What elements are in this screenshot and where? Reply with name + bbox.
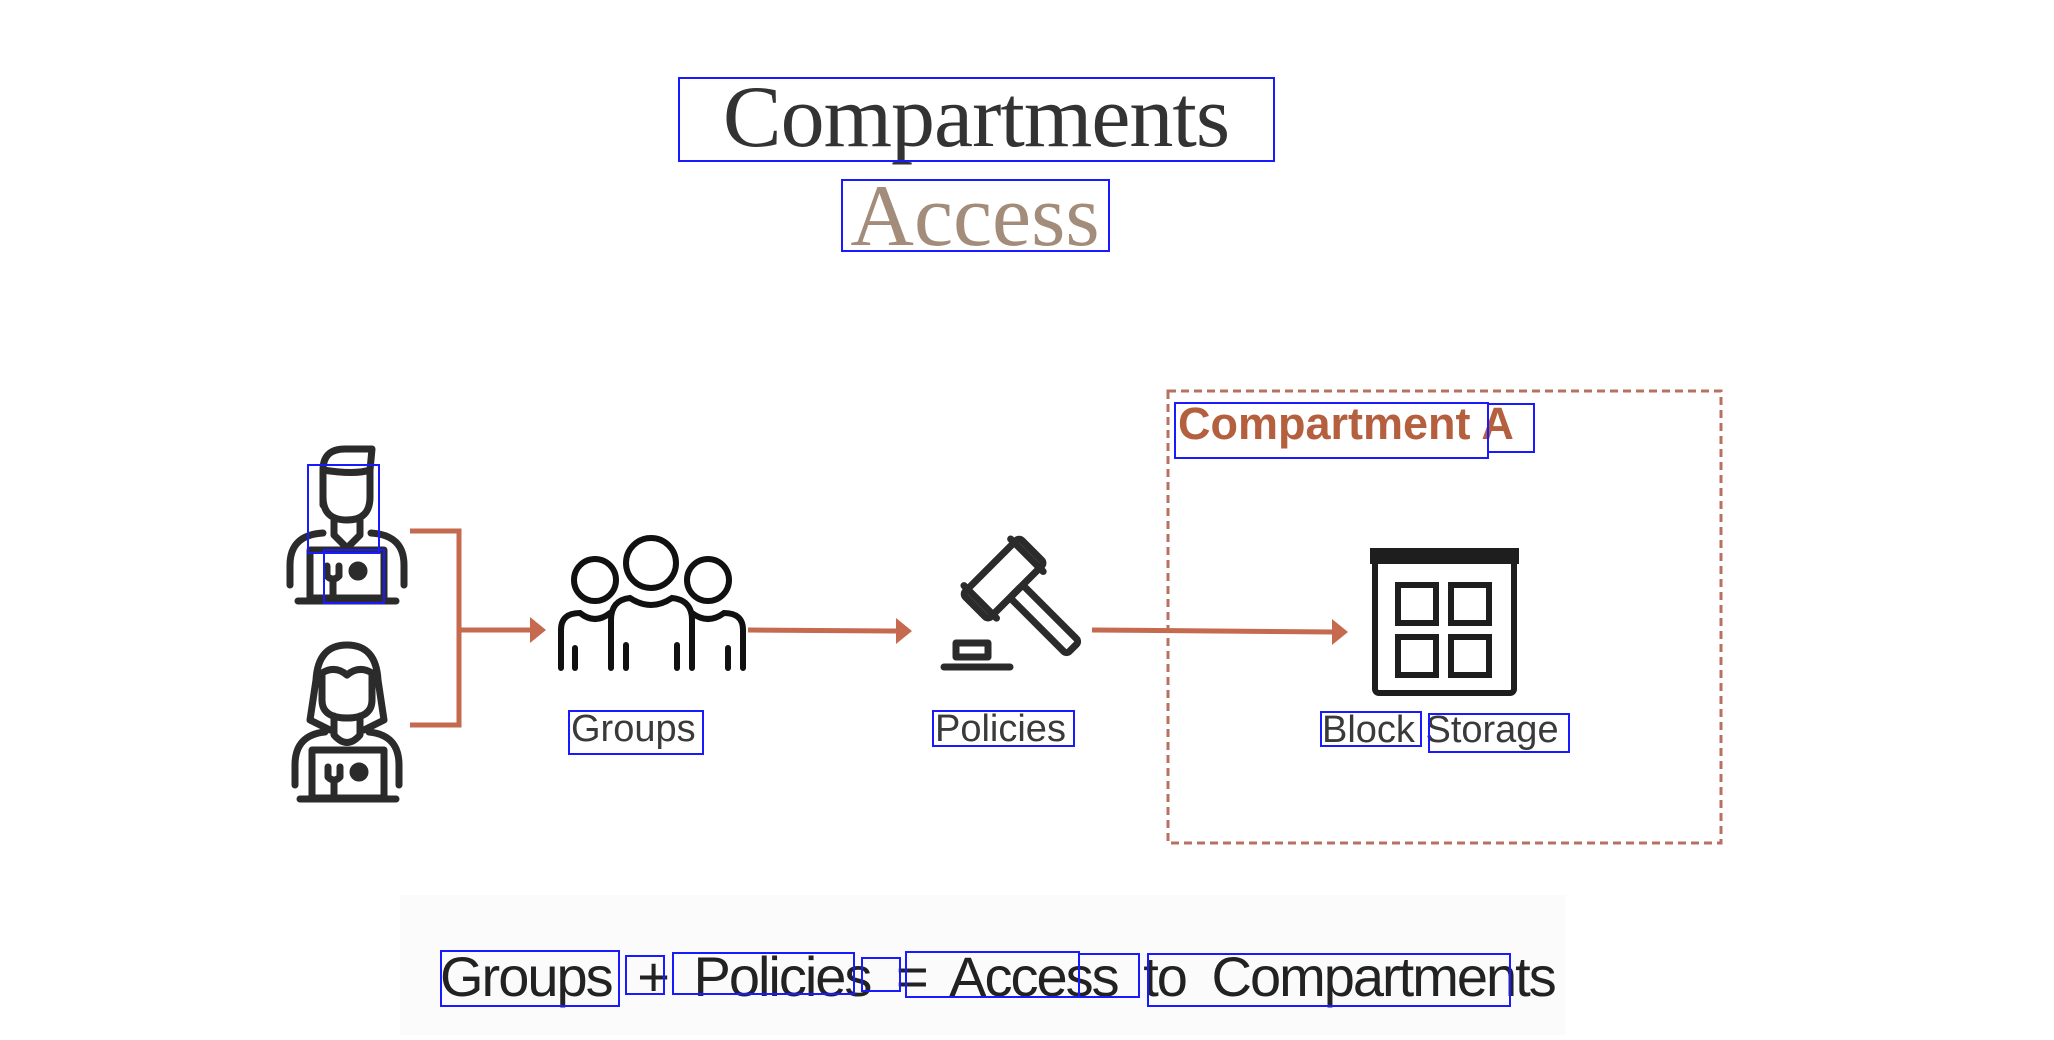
formula-groups: Groups [440,945,614,1008]
arrow-head [896,618,912,644]
formula-policies: Policies [693,945,872,1008]
block-storage-icon [1370,548,1519,696]
access-formula: Groups + Policies = Access to Compartmen… [440,944,1567,1009]
page-subtitle: Access [850,168,1100,265]
page-title: Compartments [722,69,1230,166]
formula-compartments: Compartments [1211,945,1557,1008]
groups-to-policies-arrow [747,627,899,634]
policies-label: Policies [935,708,1066,750]
block-storage-label: Block Storage [1322,709,1559,751]
user-admin-female-icon [291,641,403,803]
formula-panel [400,895,1565,1035]
arrow-head [530,617,546,643]
formula-access: Access [949,945,1119,1008]
gavel-icon [940,535,1082,671]
groups-icon [558,535,746,671]
policies-to-storage-arrow [1091,627,1335,635]
groups-label: Groups [571,708,696,750]
formula-to: to [1143,945,1188,1008]
compartment-label: Compartment A [1178,398,1514,449]
compartment-boundary [1166,389,1723,845]
users-to-groups-connector [410,528,532,728]
arrow-head [1332,619,1348,645]
user-admin-male-icon [286,445,408,605]
formula-equals: = [896,945,929,1008]
formula-plus: + [637,945,670,1008]
